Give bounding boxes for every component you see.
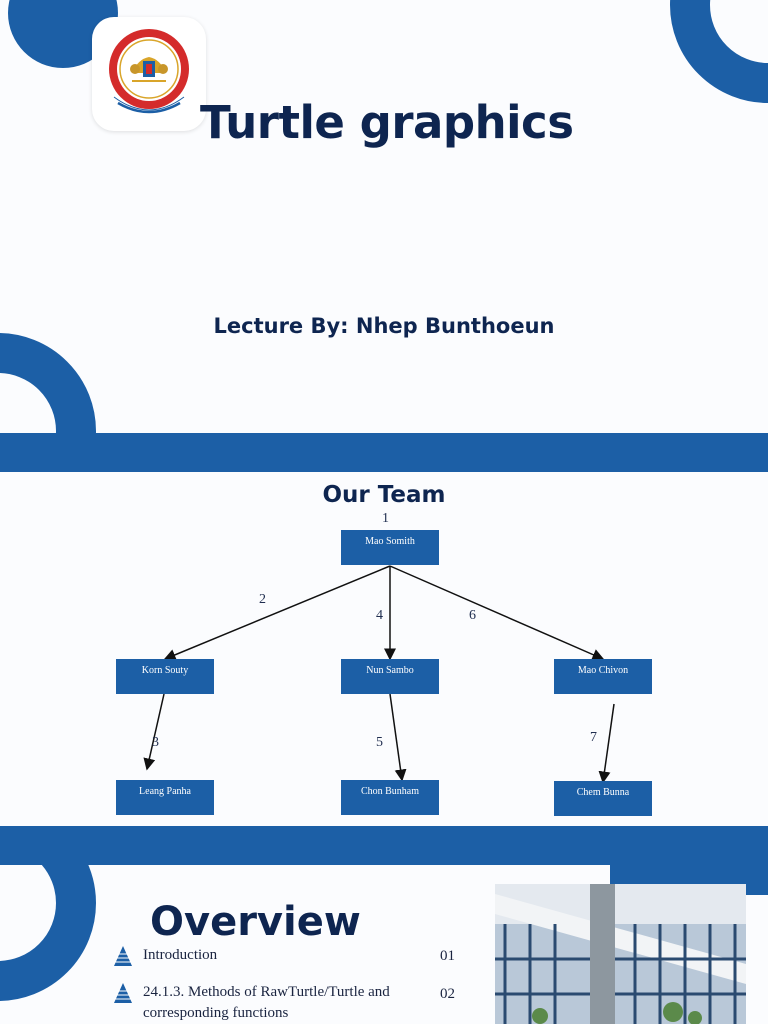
- org-chart-edges: [143, 565, 615, 784]
- node-right-label: Mao Chivon: [577, 665, 629, 676]
- overview-title: Overview: [150, 899, 361, 945]
- slide-divider-2: [0, 826, 768, 865]
- node-right-child: Chem Bunna: [554, 781, 652, 816]
- edge-label-7: 7: [590, 730, 597, 745]
- lecturer-line: Lecture By: Nhep Bunthoeun: [213, 314, 555, 338]
- node-root: Mao Somith: [341, 530, 439, 565]
- office-photo: [495, 884, 746, 1024]
- edge-root-left: [163, 565, 391, 661]
- title-slide: Turtle graphics Lecture By: Nhep Bunthoe…: [0, 0, 768, 433]
- edge-left-child: [143, 693, 165, 771]
- node-left-child: Leang Panha: [116, 780, 214, 815]
- decor-ring-overview: [0, 865, 96, 1001]
- slide-divider: [0, 433, 768, 472]
- decor-ring-top-right: [670, 0, 768, 103]
- edge-mid-child: [389, 693, 407, 782]
- edge-label-5: 5: [376, 735, 383, 750]
- node-root-label: Mao Somith: [365, 536, 415, 547]
- seal-icon: [109, 29, 189, 114]
- bullet-triangle-icon: [114, 946, 132, 966]
- office-building-image: [495, 884, 746, 1024]
- node-left: Korn Souty: [116, 659, 214, 694]
- node-mid: Nun Sambo: [341, 659, 439, 694]
- node-mid-child: Chon Bunham: [341, 780, 439, 815]
- edge-root-right: [389, 565, 605, 661]
- decor-ring-left: [0, 333, 96, 433]
- edge-label-4: 4: [376, 608, 383, 623]
- overview-item-1: Introduction: [143, 947, 218, 963]
- node-mid-child-label: Chon Bunham: [360, 786, 420, 797]
- overview-item-2-number: 02: [440, 986, 455, 1002]
- overview-item-2: 24.1.3. Methods of RawTurtle/Turtle and …: [143, 984, 390, 1021]
- overview-slide: Overview Introduction 01 24.1.3. Methods…: [0, 865, 768, 1024]
- overview-item-1-number: 01: [440, 948, 455, 964]
- edge-label-6: 6: [469, 608, 476, 623]
- bullet-triangle-icon: [114, 983, 132, 1003]
- node-right: Mao Chivon: [554, 659, 652, 694]
- team-title: Our Team: [322, 482, 446, 508]
- university-logo: [92, 17, 206, 131]
- edge-label-2: 2: [259, 592, 266, 607]
- node-left-label: Korn Souty: [141, 665, 189, 676]
- edge-right-child: [598, 703, 615, 784]
- node-mid-label: Nun Sambo: [366, 665, 414, 676]
- edge-label-1: 1: [382, 511, 389, 526]
- node-left-child-label: Leang Panha: [139, 786, 191, 797]
- team-slide: Our Team 1 2 3 4 5 6 7 Mao Somith Korn S…: [0, 472, 768, 826]
- node-right-child-label: Chem Bunna: [576, 787, 630, 798]
- slide-title: Turtle graphics: [200, 96, 574, 149]
- edge-label-3: 3: [152, 735, 159, 750]
